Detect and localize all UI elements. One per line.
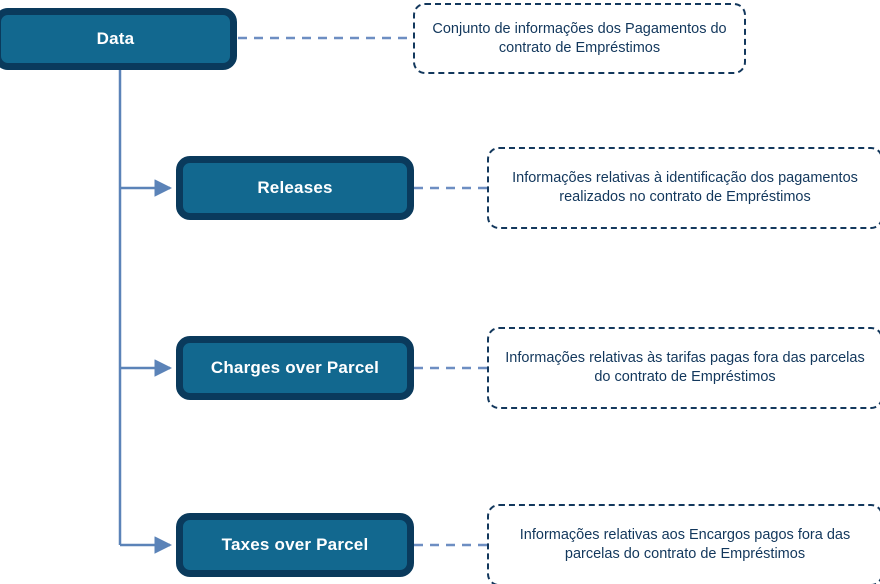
node-data[interactable]: Data bbox=[0, 8, 237, 70]
node-data-label: Data bbox=[96, 29, 135, 49]
note-data: Conjunto de informações dos Pagamentos d… bbox=[413, 3, 746, 74]
note-charges-over-parcel: Informações relativas às tarifas pagas f… bbox=[487, 327, 880, 409]
note-taxes-over-parcel-text: Informações relativas aos Encargos pagos… bbox=[519, 527, 851, 562]
node-charges-over-parcel[interactable]: Charges over Parcel bbox=[176, 336, 414, 400]
node-taxes-over-parcel[interactable]: Taxes over Parcel bbox=[176, 513, 414, 577]
node-releases[interactable]: Releases bbox=[176, 156, 414, 220]
node-releases-label: Releases bbox=[257, 178, 333, 198]
note-data-text: Conjunto de informações dos Pagamentos d… bbox=[432, 20, 727, 56]
note-releases: Informações relativas à identificação do… bbox=[487, 147, 880, 229]
node-charges-over-parcel-label: Charges over Parcel bbox=[210, 358, 380, 378]
note-releases-text: Informações relativas à identificação do… bbox=[512, 170, 858, 205]
note-charges-over-parcel-text: Informações relativas às tarifas pagas f… bbox=[505, 350, 865, 385]
node-taxes-over-parcel-label: Taxes over Parcel bbox=[221, 535, 369, 555]
note-taxes-over-parcel: Informações relativas aos Encargos pagos… bbox=[487, 504, 880, 584]
